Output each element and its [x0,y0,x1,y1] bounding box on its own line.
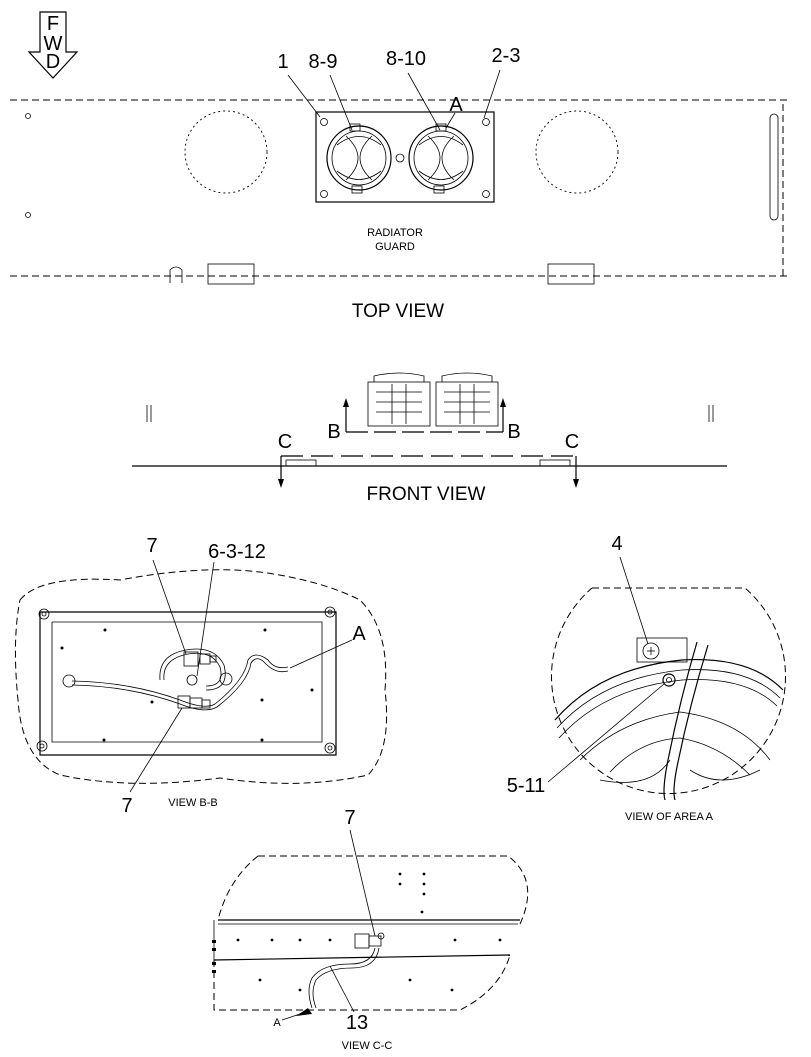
callout-2-3: 2-3 [492,45,521,67]
harness-wire [71,648,289,711]
fwd-letter-f: F [47,13,59,35]
front-view-fan-guard-right [435,372,499,427]
callout-5-11: 5-11 [507,775,546,797]
section-line-b [343,398,506,433]
fwd-letter-w: W [44,33,63,55]
callout-7-bottom: 7 [121,795,132,817]
callout-7-top: 7 [146,535,157,557]
front-view-title: FRONT VIEW [367,484,486,505]
top-view-title: TOP VIEW [352,301,444,322]
bracket-4 [636,637,688,663]
front-view-fan-guard-left [367,372,431,427]
callout-8-10: 8-10 [386,48,426,70]
section-b-right-label: B [507,421,520,443]
connector-7-upper [183,651,217,667]
callout-7-cc: 7 [344,807,355,829]
callout-1: 1 [277,51,288,73]
section-b-left-label: B [327,421,340,443]
forward-arrow-icon: F W D [27,11,79,79]
radiator-guard-label-line2: GUARD [375,241,415,253]
wire-13 [308,947,380,1009]
top-view: 1 8-9 8-10 2-3 A RADIATOR GUARD TOP VIEW [10,45,790,322]
view-of-area-a-title: VIEW OF AREA A [625,811,714,823]
section-c-left-label: C [278,431,292,453]
callout-a-harness: A [352,623,366,645]
radiator-guard-plate [315,111,495,203]
view-c-c-title: VIEW C-C [342,1040,393,1052]
view-of-area-a: 4 5-11 VIEW OF AREA A [507,533,786,823]
radiator-guard-label-line1: RADIATOR [367,227,423,239]
front-view: B B C C FRONT VIEW [132,372,727,505]
guard-rod [663,641,709,801]
callout-6-3-12: 6-3-12 [208,541,266,563]
connector-7-lower [177,695,211,709]
callout-a-cc: A [273,1017,281,1029]
section-line-c [278,455,579,488]
top-view-right-opening [535,110,619,194]
callout-13: 13 [346,1012,368,1034]
callout-8-9: 8-9 [309,51,338,73]
top-view-left-opening [184,110,268,194]
section-c-right-label: C [565,431,579,453]
top-view-leaders [287,69,501,131]
fwd-letter-d: D [46,51,60,73]
fan-guard-left [326,123,392,194]
callout-4: 4 [611,533,622,555]
callout-area-a: A [449,94,463,116]
fan-guard-right [408,123,474,194]
view-b-b: 7 6-3-12 A 7 VIEW B-B [14,535,388,817]
bolt-5-11 [662,673,676,687]
view-b-b-title: VIEW B-B [168,797,218,809]
view-c-c: 7 13 A VIEW C-C [212,807,529,1052]
connector-7-cc [354,932,385,949]
